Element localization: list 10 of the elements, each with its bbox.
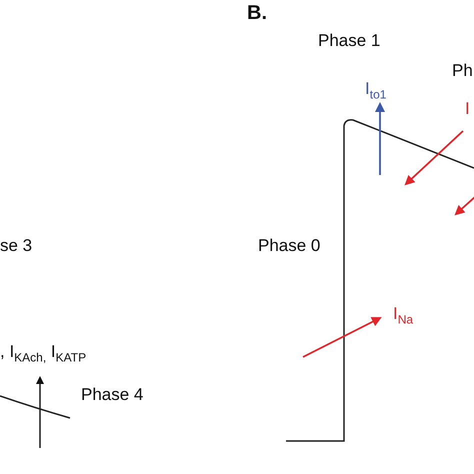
current-label: , I$_{KAch,}$ I$_{KATP}$ — [0, 343, 86, 364]
current-label: I$_{to1}$ — [365, 80, 386, 100]
phase-label: Phase 0 — [258, 237, 320, 254]
current-label: I$_{Na}$ — [393, 305, 414, 326]
phase-label: Ph — [452, 62, 473, 79]
current-label: I — [465, 100, 470, 117]
phase-label: Phase 4 — [81, 386, 144, 403]
phase-label: Phase 1 — [318, 32, 380, 49]
panel-letter: B. — [247, 3, 267, 23]
phase-label: se 3 — [0, 237, 32, 254]
